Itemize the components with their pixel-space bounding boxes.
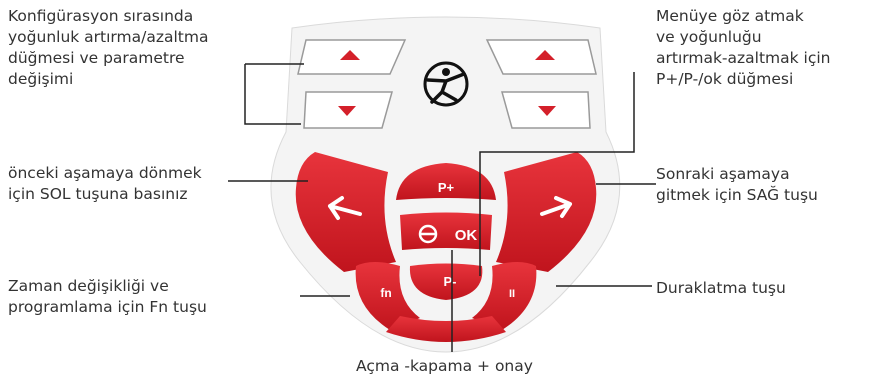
down-arrow-icon: [338, 106, 356, 116]
p-plus-key[interactable]: P+: [396, 163, 496, 200]
up-arrow-icon: [340, 50, 360, 60]
p-plus-label: P+: [438, 180, 455, 195]
leader-top-left: [244, 63, 304, 125]
leader-top-right: [479, 72, 635, 276]
pause-label: II: [509, 288, 515, 300]
label-power-ok: Açma -kapama + onay: [356, 357, 533, 375]
fn-key[interactable]: fn: [355, 262, 420, 330]
intensity-up-left-button[interactable]: [297, 39, 407, 75]
p-minus-key[interactable]: P-: [409, 263, 483, 301]
fn-label: fn: [380, 286, 391, 300]
left-arrow-icon: [328, 196, 362, 220]
label-right-key: Sonraki aşamaya gitmek için SAĞ tuşu: [656, 165, 818, 204]
leader-lines: [228, 63, 656, 352]
logo-icon: [423, 61, 469, 107]
label-fn-key: Zaman değişikliği ve programlama için Fn…: [8, 277, 207, 316]
label-intensity-buttons: Konfigürasyon sırasında yoğunluk artırma…: [8, 7, 209, 88]
right-key[interactable]: [496, 152, 597, 272]
left-key[interactable]: [295, 152, 396, 272]
up-arrow-icon: [535, 50, 555, 60]
intensity-up-right-button[interactable]: [485, 39, 597, 75]
down-arrow-icon: [538, 106, 556, 116]
label-left-key: önceki aşamaya dönmek için SOL tuşuna ba…: [8, 164, 202, 203]
label-menu-browse: Menüye göz atmak ve yoğunluğu artırmak-a…: [656, 7, 831, 88]
intensity-down-right-button[interactable]: [501, 91, 591, 129]
bottom-key[interactable]: [386, 316, 506, 342]
ok-key[interactable]: OK: [400, 212, 492, 251]
right-arrow-icon: [540, 196, 572, 218]
intensity-down-left-button[interactable]: [303, 91, 393, 129]
pause-key[interactable]: II: [472, 262, 537, 330]
p-minus-label: P-: [444, 274, 457, 289]
ok-label: OK: [455, 227, 478, 244]
power-icon: [418, 224, 438, 244]
label-pause-key: Duraklatma tuşu: [656, 279, 786, 297]
